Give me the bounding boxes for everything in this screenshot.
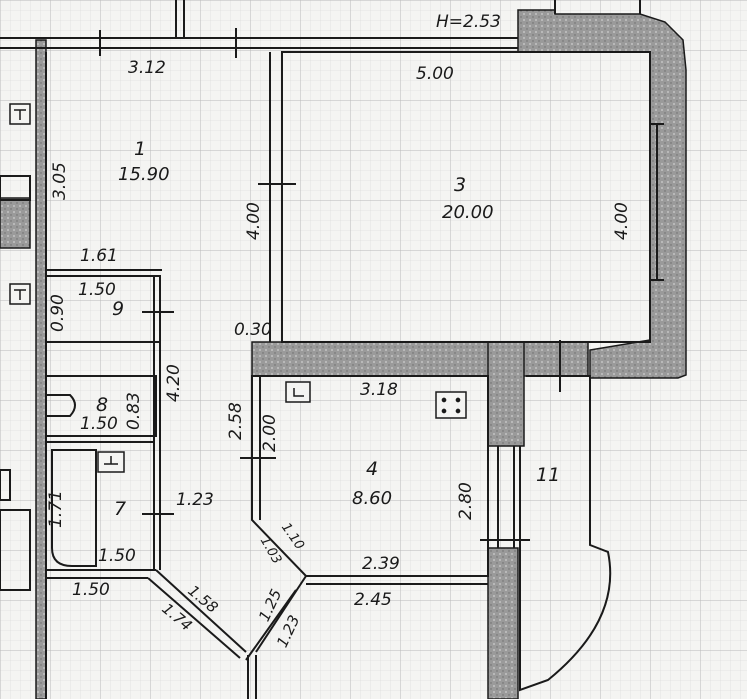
dim-2-00: 2.00 [260, 414, 280, 452]
room-4-area: 8.60 [352, 488, 393, 509]
room-3-number: 3 [454, 174, 467, 196]
dim-room1-width: 3.12 [128, 58, 166, 78]
room-3-area: 20.00 [442, 202, 494, 223]
room-7-number: 7 [114, 498, 127, 520]
dim-4-20: 4.20 [164, 364, 184, 402]
fixture-marks [9, 103, 467, 473]
dim-2-45: 2.45 [354, 590, 392, 610]
dim-room7-width: 1.50 [98, 546, 136, 566]
room-1-area: 15.90 [118, 164, 170, 185]
dim-room1-height: 3.05 [50, 162, 70, 200]
dim-room3-width: 5.00 [416, 64, 454, 84]
dim-room9-width: 1.50 [78, 280, 116, 300]
dim-0-83: 0.83 [124, 392, 144, 430]
dim-4-00-left: 4.00 [244, 202, 264, 240]
room-4-number: 4 [366, 458, 379, 480]
dim-hall-1-50: 1.50 [72, 580, 110, 600]
dim-2-39: 2.39 [362, 554, 400, 574]
room-9-number: 9 [112, 298, 125, 320]
room-11-number: 11 [536, 464, 561, 486]
dim-3-18: 3.18 [360, 380, 398, 400]
dim-0-30: 0.30 [234, 320, 272, 340]
dim-1-61: 1.61 [80, 246, 118, 266]
dim-room8-width: 1.50 [80, 414, 118, 434]
dim-2-80: 2.80 [456, 482, 476, 520]
room-8-number: 8 [96, 394, 109, 416]
dim-2-58: 2.58 [226, 402, 246, 440]
dim-0-90: 0.90 [48, 294, 68, 332]
dim-1-23: 1.23 [176, 490, 214, 510]
partition-walls [0, 0, 664, 699]
room-1-number: 1 [134, 138, 147, 160]
dim-1-71: 1.71 [46, 490, 66, 528]
ceiling-height-label: H=2.53 [436, 12, 501, 32]
dim-4-00-right: 4.00 [612, 202, 632, 240]
